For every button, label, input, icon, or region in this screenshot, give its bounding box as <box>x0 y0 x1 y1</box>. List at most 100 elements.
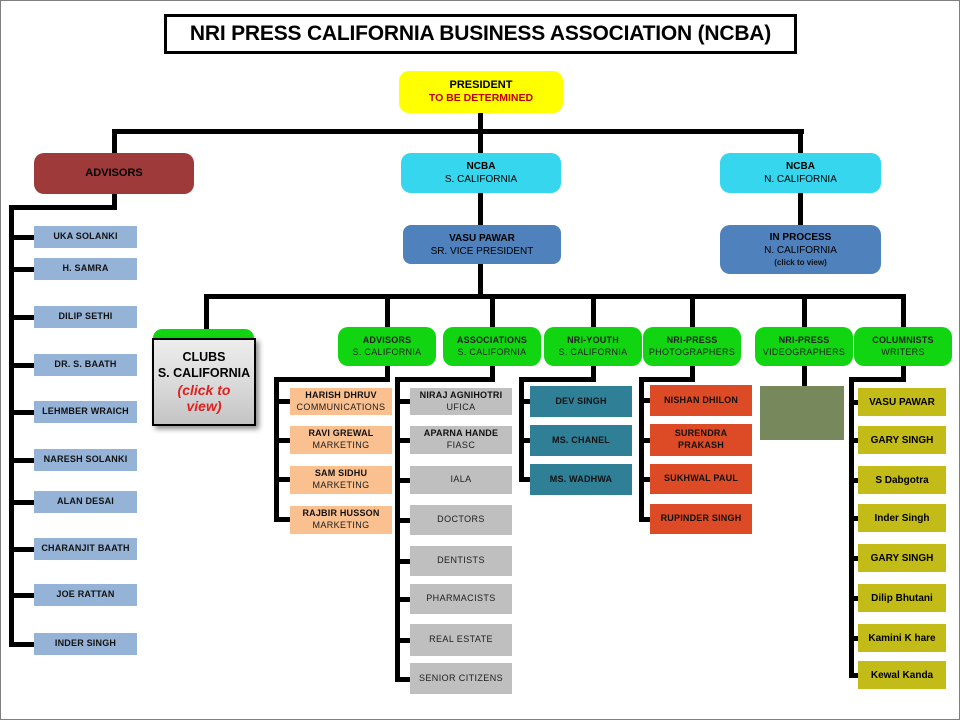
in-process-box[interactable]: IN PROCESS N. CALIFORNIA (click to view) <box>720 225 881 274</box>
youth-member-box: MS. WADHWA <box>530 464 632 495</box>
photographer-member-box: SURENDRA PRAKASH <box>650 424 752 456</box>
connector-line <box>849 596 861 601</box>
group-header-nri-youth: NRI-YOUTH S. CALIFORNIA <box>544 327 642 366</box>
connector-line <box>385 366 390 379</box>
connector-line <box>849 636 861 641</box>
columnist-box: Inder Singh <box>858 504 946 532</box>
connector-line <box>849 516 861 521</box>
member-name: SENIOR CITIZENS <box>418 672 503 683</box>
group-header-line2: S. CALIFORNIA <box>352 346 422 357</box>
connector-line <box>591 366 596 379</box>
columnist-box: GARY SINGH <box>858 544 946 572</box>
advisor-sc-member-box: RAJBIR HUSSON MARKETING <box>290 506 392 534</box>
group-header-advisors-sc: ADVISORS S. CALIFORNIA <box>338 327 436 366</box>
connector-line <box>395 438 413 443</box>
in-process-line2: N. CALIFORNIA <box>764 244 837 256</box>
member-name: PHARMACISTS <box>426 593 496 604</box>
association-member-box: APARNA HANDE FIASC <box>410 426 512 454</box>
association-member-box: PHARMACISTS <box>410 584 512 614</box>
advisor-member-label: ALAN DESAI <box>56 496 114 507</box>
vice-president-box: VASU PAWAR SR. VICE PRESIDENT <box>403 225 561 264</box>
connector-line <box>639 517 653 522</box>
group-header-videographers: NRI-PRESS VIDEOGRAPHERS <box>755 327 853 366</box>
association-member-box: SENIOR CITIZENS <box>410 663 512 694</box>
connector-line <box>385 294 390 330</box>
member-name: RAJBIR HUSSON <box>302 508 380 519</box>
group-header-line2: PHOTOGRAPHERS <box>648 346 736 357</box>
connector-line <box>798 129 803 155</box>
connector-line <box>519 399 533 404</box>
connector-line <box>478 193 483 227</box>
connector-line <box>639 398 653 403</box>
member-name: GARY SINGH <box>870 434 934 446</box>
ncba-south-box: NCBA S. CALIFORNIA <box>401 153 561 193</box>
group-header-line1: COLUMNISTS <box>872 334 934 345</box>
photographer-member-box: RUPINDER SINGH <box>650 504 752 534</box>
connector-line <box>9 500 37 505</box>
connector-line <box>639 438 653 443</box>
connector-line <box>639 377 644 520</box>
columnist-box: Dilip Bhutani <box>858 584 946 612</box>
member-name: SAM SIDHU <box>314 468 368 479</box>
connector-line <box>639 377 695 382</box>
member-name: Inder Singh <box>874 512 930 524</box>
member-name: DENTISTS <box>437 555 485 566</box>
group-header-photographers: NRI-PRESS PHOTOGRAPHERS <box>643 327 741 366</box>
connector-line <box>204 294 906 299</box>
member-role: COMMUNICATIONS <box>296 401 386 412</box>
advisor-member-box: LEHMBER WRAICH <box>34 401 137 423</box>
ncba-south-line2: S. CALIFORNIA <box>444 174 518 185</box>
columnist-box: GARY SINGH <box>858 426 946 454</box>
columnist-box: Kewal Kanda <box>858 661 946 689</box>
member-role: MARKETING <box>312 440 370 450</box>
connector-line <box>395 677 413 682</box>
group-header-line1: NRI-PRESS <box>666 334 718 345</box>
connector-line <box>274 399 294 404</box>
group-header-associations-sc: ASSOCIATIONS S. CALIFORNIA <box>443 327 541 366</box>
connector-line <box>9 235 37 240</box>
group-header-columnists: COLUMNISTS WRITERS <box>854 327 952 366</box>
advisor-member-box: UKA SOLANKI <box>34 226 137 248</box>
association-member-box: NIRAJ AGNIHOTRI UFICA <box>410 388 512 415</box>
connector-line <box>849 438 861 443</box>
ncba-north-line1: NCBA <box>786 161 815 172</box>
advisor-member-box: DR. S. BAATH <box>34 354 137 376</box>
columnist-box: S Dabgotra <box>858 466 946 494</box>
advisor-member-label: JOE RATTAN <box>56 589 115 600</box>
advisor-member-box: JOE RATTAN <box>34 584 137 606</box>
connector-line <box>274 517 294 522</box>
member-name: GARY SINGH <box>870 552 934 564</box>
member-name: Kewal Kanda <box>870 669 934 681</box>
connector-line <box>490 366 495 379</box>
advisor-member-box: CHARANJIT BAATH <box>34 538 137 560</box>
connector-line <box>849 400 861 405</box>
connector-line <box>395 518 413 523</box>
advisor-member-label: LEHMBER WRAICH <box>42 406 129 417</box>
clubs-click-note: (click to <box>177 381 231 398</box>
member-name: IALA <box>450 474 472 485</box>
vice-president-title: SR. VICE PRESIDENT <box>430 245 534 257</box>
member-name: SURENDRA <box>674 428 728 439</box>
connector-line <box>9 363 37 368</box>
group-header-line2: WRITERS <box>881 346 925 357</box>
group-header-line2: S. CALIFORNIA <box>558 346 628 357</box>
advisor-sc-member-box: RAVI GREWAL MARKETING <box>290 426 392 454</box>
advisor-sc-member-box: SAM SIDHU MARKETING <box>290 466 392 494</box>
connector-line <box>9 205 14 647</box>
advisors-header-box: ADVISORS <box>34 153 194 194</box>
photographer-member-box: NISHAN DHILON <box>650 385 752 416</box>
advisor-sc-member-box: HARISH DHRUV COMMUNICATIONS <box>290 388 392 415</box>
member-name: HARISH DHRUV <box>305 389 377 400</box>
connector-line <box>9 267 37 272</box>
videographer-member-box <box>760 386 844 440</box>
member-name: NISHAN DHILON <box>663 394 739 405</box>
connector-line <box>274 477 294 482</box>
connector-line <box>204 294 209 333</box>
columnist-box: Kamini K hare <box>858 624 946 652</box>
clubs-line2: S. CALIFORNIA <box>157 365 251 380</box>
group-header-line1: ASSOCIATIONS <box>456 334 528 345</box>
in-process-line1: IN PROCESS <box>769 231 832 243</box>
member-name: DOCTORS <box>437 514 485 525</box>
clubs-box[interactable]: CLUBS S. CALIFORNIA (click to view) <box>152 338 256 426</box>
